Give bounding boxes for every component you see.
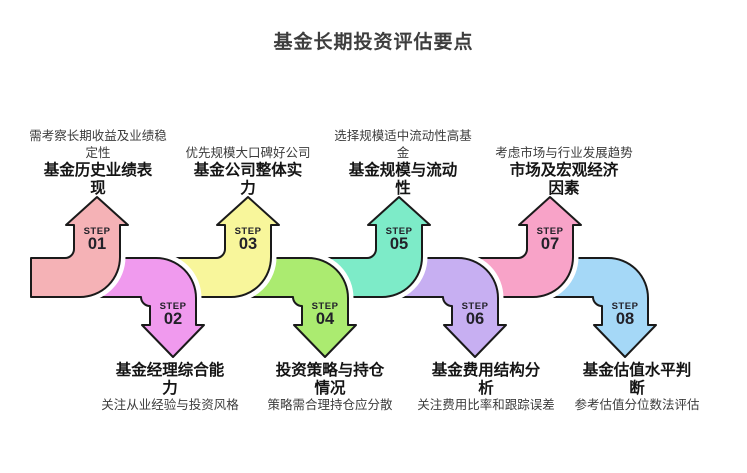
step-4-title: 投资策略与持仓 情况: [275, 362, 385, 397]
step-4-badge-number: 04: [315, 310, 335, 328]
step-2-label: 基金经理综合能 力 关注从业经验与投资风格: [88, 362, 252, 414]
step-6-badge: STEP 06: [443, 301, 507, 327]
step-1-note: 需考察长期收益及业绩稳 定性: [29, 129, 167, 160]
step-7-badge-label: STEP: [536, 226, 564, 237]
step-2-badge: STEP 02: [141, 301, 205, 327]
step-5-title: 基金规模与流动 性: [348, 162, 458, 197]
step-8-label: 基金估值水平判 断 参考估值分位数法评估: [555, 362, 719, 414]
step-3-note: 优先规模大口碑好公司: [185, 146, 311, 160]
step-1-title: 基金历史业绩表 现: [43, 162, 153, 197]
step-1-badge: STEP 01: [65, 226, 129, 252]
step-4-note: 策略需合理持仓应分散: [267, 398, 393, 412]
step-4-label: 投资策略与持仓 情况 策略需合理持仓应分散: [248, 362, 412, 414]
step-6-label: 基金费用结构分 析 关注费用比率和跟踪误差: [404, 362, 568, 414]
step-1-badge-number: 01: [87, 235, 107, 253]
step-3-badge-label: STEP: [234, 226, 262, 237]
step-6-badge-label: STEP: [461, 301, 489, 312]
step-1-badge-label: STEP: [83, 226, 111, 237]
step-8-badge-number: 08: [615, 310, 635, 328]
step-2-badge-label: STEP: [159, 301, 187, 312]
step-8-note: 参考估值分位数法评估: [574, 398, 700, 412]
step-4-badge: STEP 04: [293, 301, 357, 327]
step-6-badge-number: 06: [465, 310, 485, 328]
step-1-label: 需考察长期收益及业绩稳 定性 基金历史业绩表 现: [16, 125, 180, 197]
step-2-title: 基金经理综合能 力: [115, 362, 225, 397]
step-7-badge: STEP 07: [518, 226, 582, 252]
step-7-note: 考虑市场与行业发展趋势: [495, 146, 633, 160]
step-3-badge: STEP 03: [216, 226, 280, 252]
step-1-arrow: [30, 196, 129, 298]
step-3-title: 基金公司整体实 力: [193, 162, 303, 197]
step-2-badge-number: 02: [163, 310, 183, 328]
step-3-label: 优先规模大口碑好公司 基金公司整体实 力: [166, 125, 330, 197]
step-6-title: 基金费用结构分 析: [431, 362, 541, 397]
step-2-note: 关注从业经验与投资风格: [101, 398, 239, 412]
step-7-label: 考虑市场与行业发展趋势 市场及宏观经济 因素: [482, 125, 646, 197]
step-3-badge-number: 03: [238, 235, 258, 253]
step-8-badge: STEP 08: [593, 301, 657, 327]
step-5-badge-label: STEP: [385, 226, 413, 237]
step-8-badge-label: STEP: [611, 301, 639, 312]
step-6-note: 关注费用比率和跟踪误差: [417, 398, 555, 412]
page-title: 基金长期投资评估要点: [273, 32, 474, 53]
step-7-badge-number: 07: [540, 235, 560, 253]
step-7-title: 市场及宏观经济 因素: [509, 162, 619, 197]
step-5-label: 选择规模适中流动性高基 金 基金规模与流动 性: [321, 125, 485, 197]
step-5-badge: STEP 05: [367, 226, 431, 252]
step-5-note: 选择规模适中流动性高基 金: [334, 129, 472, 160]
step-4-badge-label: STEP: [311, 301, 339, 312]
step-5-badge-number: 05: [389, 235, 409, 253]
step-8-title: 基金估值水平判 断: [582, 362, 692, 397]
